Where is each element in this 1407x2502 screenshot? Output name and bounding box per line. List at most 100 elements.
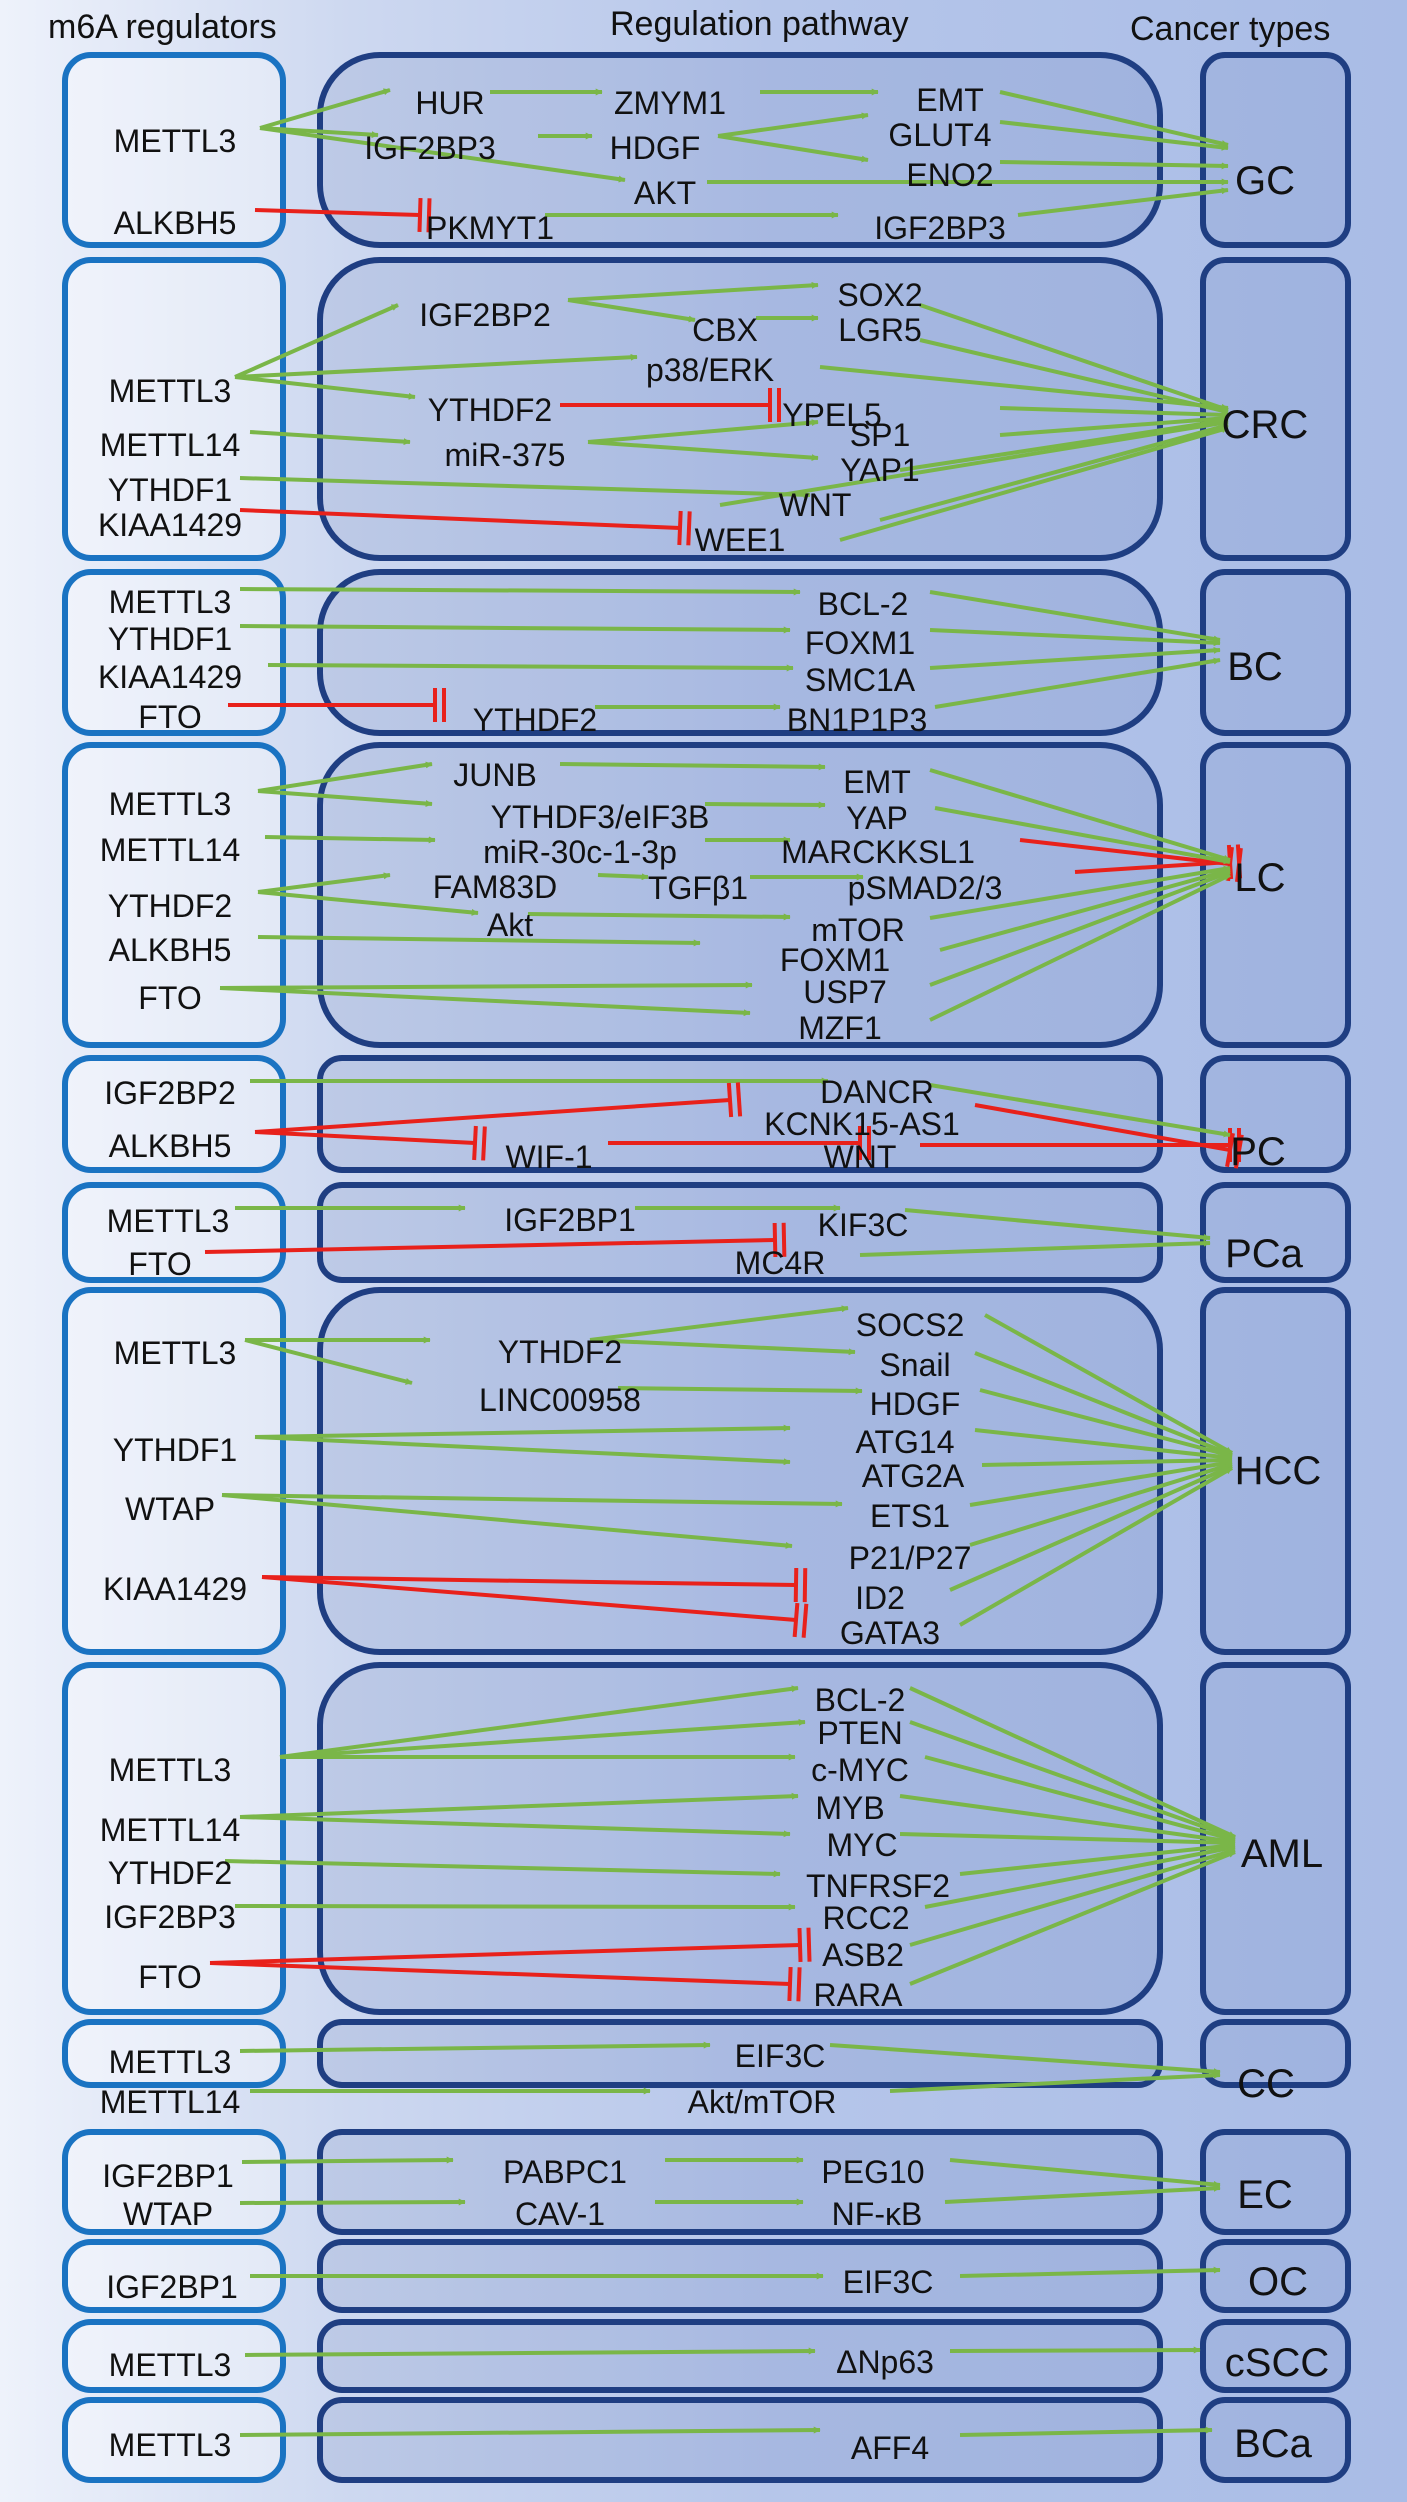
regulator-label: METTL14 bbox=[100, 832, 240, 868]
edge-crc-2 bbox=[234, 375, 416, 400]
cancer-type-label: OC bbox=[1248, 2260, 1308, 2304]
pathway-box-lc bbox=[317, 742, 1163, 1048]
edge-to-aml-6 bbox=[924, 1844, 1236, 1909]
pathway-node-label: JUNB bbox=[453, 757, 537, 793]
edge-aml-5 bbox=[224, 1859, 781, 1878]
regulator-label: YTHDF1 bbox=[113, 1432, 237, 1468]
edge-pc-2-bar bbox=[481, 1126, 487, 1161]
edge-to-pca-0 bbox=[904, 1208, 1211, 1241]
edge-ec-2 bbox=[239, 2198, 466, 2206]
pathway-node-label: BCL-2 bbox=[815, 1682, 906, 1718]
regulator-label: METTL3 bbox=[114, 1335, 237, 1371]
regulator-label: YTHDF2 bbox=[108, 888, 232, 924]
edge-aml-1 bbox=[279, 1718, 806, 1759]
edge-to-ec-1 bbox=[944, 2184, 1221, 2204]
regulator-label: YTHDF1 bbox=[108, 621, 232, 657]
edge-gc-12 bbox=[999, 160, 1229, 170]
pathway-node-label: KIF3C bbox=[818, 1207, 909, 1243]
pathway-node-label: SMC1A bbox=[805, 662, 916, 698]
edge-crc-0 bbox=[234, 303, 399, 379]
regulator-label: WTAP bbox=[125, 1491, 215, 1527]
pathway-box-hcc bbox=[317, 1287, 1163, 1655]
regulator-box-bc bbox=[62, 569, 286, 736]
edge-pca-2 bbox=[204, 1238, 776, 1254]
edge-bc-2 bbox=[267, 663, 794, 672]
edge-to-crc-3 bbox=[999, 414, 1229, 437]
edge-to-crc-1 bbox=[919, 338, 1229, 414]
regulator-label: IGF2BP1 bbox=[102, 2158, 234, 2194]
edge-hcc-2 bbox=[589, 1305, 849, 1342]
regulator-label: ALKBH5 bbox=[114, 205, 237, 241]
edge-crc-11-bar bbox=[677, 510, 683, 546]
edge-cc-0 bbox=[239, 2041, 711, 2053]
edge-to-aml-1 bbox=[909, 1720, 1236, 1840]
pathway-node-label: TGFβ1 bbox=[648, 870, 748, 906]
edge-to-lc-0 bbox=[929, 768, 1231, 862]
cancer-type-label: PC bbox=[1230, 1130, 1286, 1174]
edge-gc-10 bbox=[999, 90, 1229, 147]
pathway-node-label: YPEL5 bbox=[782, 397, 882, 433]
edge-to-lc-5 bbox=[929, 873, 1231, 1022]
pathway-node-label: AFF4 bbox=[851, 2430, 929, 2466]
edge-to-aml-8 bbox=[909, 1850, 1236, 1986]
edge-lc-14 bbox=[1019, 838, 1231, 866]
edge-aml-0 bbox=[279, 1685, 799, 1759]
edge-aml-7 bbox=[209, 1943, 801, 1965]
pathway-node-label: IGF2BP2 bbox=[419, 297, 551, 333]
edge-to-aml-0 bbox=[909, 1686, 1236, 1839]
pathway-box-cscc bbox=[317, 2319, 1163, 2393]
edge-lc-8 bbox=[597, 873, 649, 881]
pathway-node-label: ENO2 bbox=[906, 157, 993, 193]
regulator-label: YTHDF1 bbox=[108, 472, 232, 508]
cancer-type-label: BCa bbox=[1234, 2422, 1313, 2466]
pathway-node-label: YAP1 bbox=[840, 452, 919, 488]
edge-to-aml-4 bbox=[899, 1832, 1236, 1847]
edge-crc-8 bbox=[587, 419, 819, 444]
pathway-node-label: EMT bbox=[843, 764, 911, 800]
edge-hcc-6 bbox=[254, 1435, 791, 1466]
edge-gc-2 bbox=[259, 126, 626, 183]
regulator-label: METTL3 bbox=[109, 2347, 232, 2383]
regulator-label: ALKBH5 bbox=[109, 932, 232, 968]
edge-crc-10 bbox=[239, 476, 811, 499]
edge-pc-1-bar bbox=[735, 1082, 743, 1117]
edge-aml-8-bar bbox=[796, 1967, 802, 2002]
regulator-box-gc bbox=[62, 52, 286, 248]
pathway-node-label: pSMAD2/3 bbox=[848, 870, 1003, 906]
pathway-node-label: MARCKKSL1 bbox=[781, 834, 975, 870]
cancer-type-label: BC bbox=[1227, 645, 1283, 689]
edge-lc-0 bbox=[257, 761, 433, 793]
edge-to-pca-1 bbox=[859, 1239, 1211, 1257]
edge-gc-8-bar bbox=[417, 197, 423, 233]
edge-lc-10 bbox=[527, 912, 791, 921]
pathway-node-label: CBX bbox=[692, 312, 758, 348]
edge-to-oc-0 bbox=[959, 2266, 1221, 2278]
edge-pc-2 bbox=[254, 1130, 476, 1145]
regulator-label: METTL14 bbox=[100, 1812, 240, 1848]
cancer-type-label: cSCC bbox=[1225, 2341, 1329, 2385]
regulator-label: KIAA1429 bbox=[98, 507, 242, 543]
regulator-label: METTL3 bbox=[114, 123, 237, 159]
edge-gc-11 bbox=[999, 120, 1229, 151]
cancer-box-pca bbox=[1200, 1182, 1351, 1283]
pathway-box-cc bbox=[317, 2019, 1163, 2088]
pathway-node-label: IGF2BP1 bbox=[504, 1202, 636, 1238]
pathway-node-label: USP7 bbox=[803, 974, 887, 1010]
pathway-node-label: HDGF bbox=[610, 130, 701, 166]
edge-crc-1 bbox=[234, 353, 638, 379]
pathway-node-label: PKMYT1 bbox=[426, 210, 554, 246]
edge-gc-8-bar bbox=[426, 198, 432, 233]
regulator-box-crc bbox=[62, 257, 286, 561]
edge-pca-2-bar bbox=[772, 1222, 778, 1258]
pathway-node-label: MYB bbox=[815, 1790, 884, 1826]
pathway-node-label: ID2 bbox=[855, 1580, 905, 1616]
pathway-node-label: GLUT4 bbox=[888, 117, 991, 153]
pathway-node-label: ASB2 bbox=[822, 1937, 904, 1973]
regulator-label: METTL14 bbox=[100, 427, 240, 463]
regulator-box-pca bbox=[62, 1182, 286, 1283]
edge-to-hcc-1 bbox=[974, 1351, 1233, 1457]
edge-aml-7-bar bbox=[797, 1927, 803, 1963]
edge-ec-0 bbox=[241, 2156, 454, 2164]
edge-to-bc-3 bbox=[934, 657, 1221, 709]
